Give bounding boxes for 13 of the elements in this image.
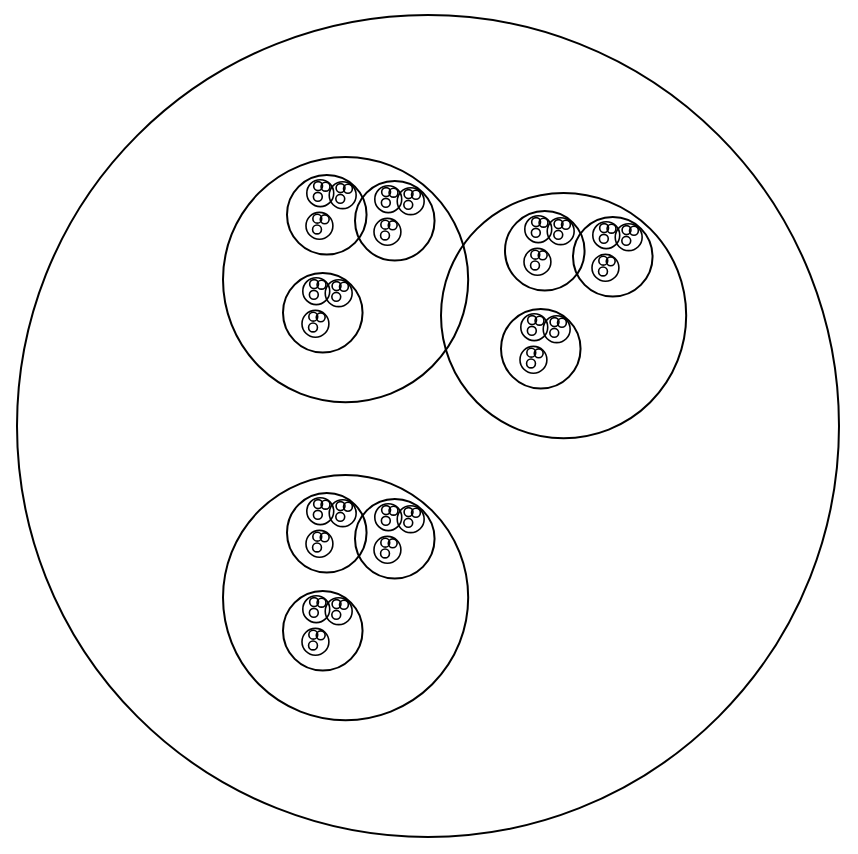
circle: [285, 491, 367, 574]
circle: [353, 180, 435, 262]
circle: [282, 590, 365, 672]
circle: [503, 209, 585, 292]
circle: [353, 497, 435, 580]
circle: [222, 156, 470, 404]
circle: [222, 474, 470, 722]
circle: [440, 192, 688, 440]
circle: [16, 14, 840, 838]
circle: [285, 173, 367, 256]
circle: [500, 308, 583, 391]
circle: [571, 215, 653, 298]
circle: [282, 272, 365, 355]
